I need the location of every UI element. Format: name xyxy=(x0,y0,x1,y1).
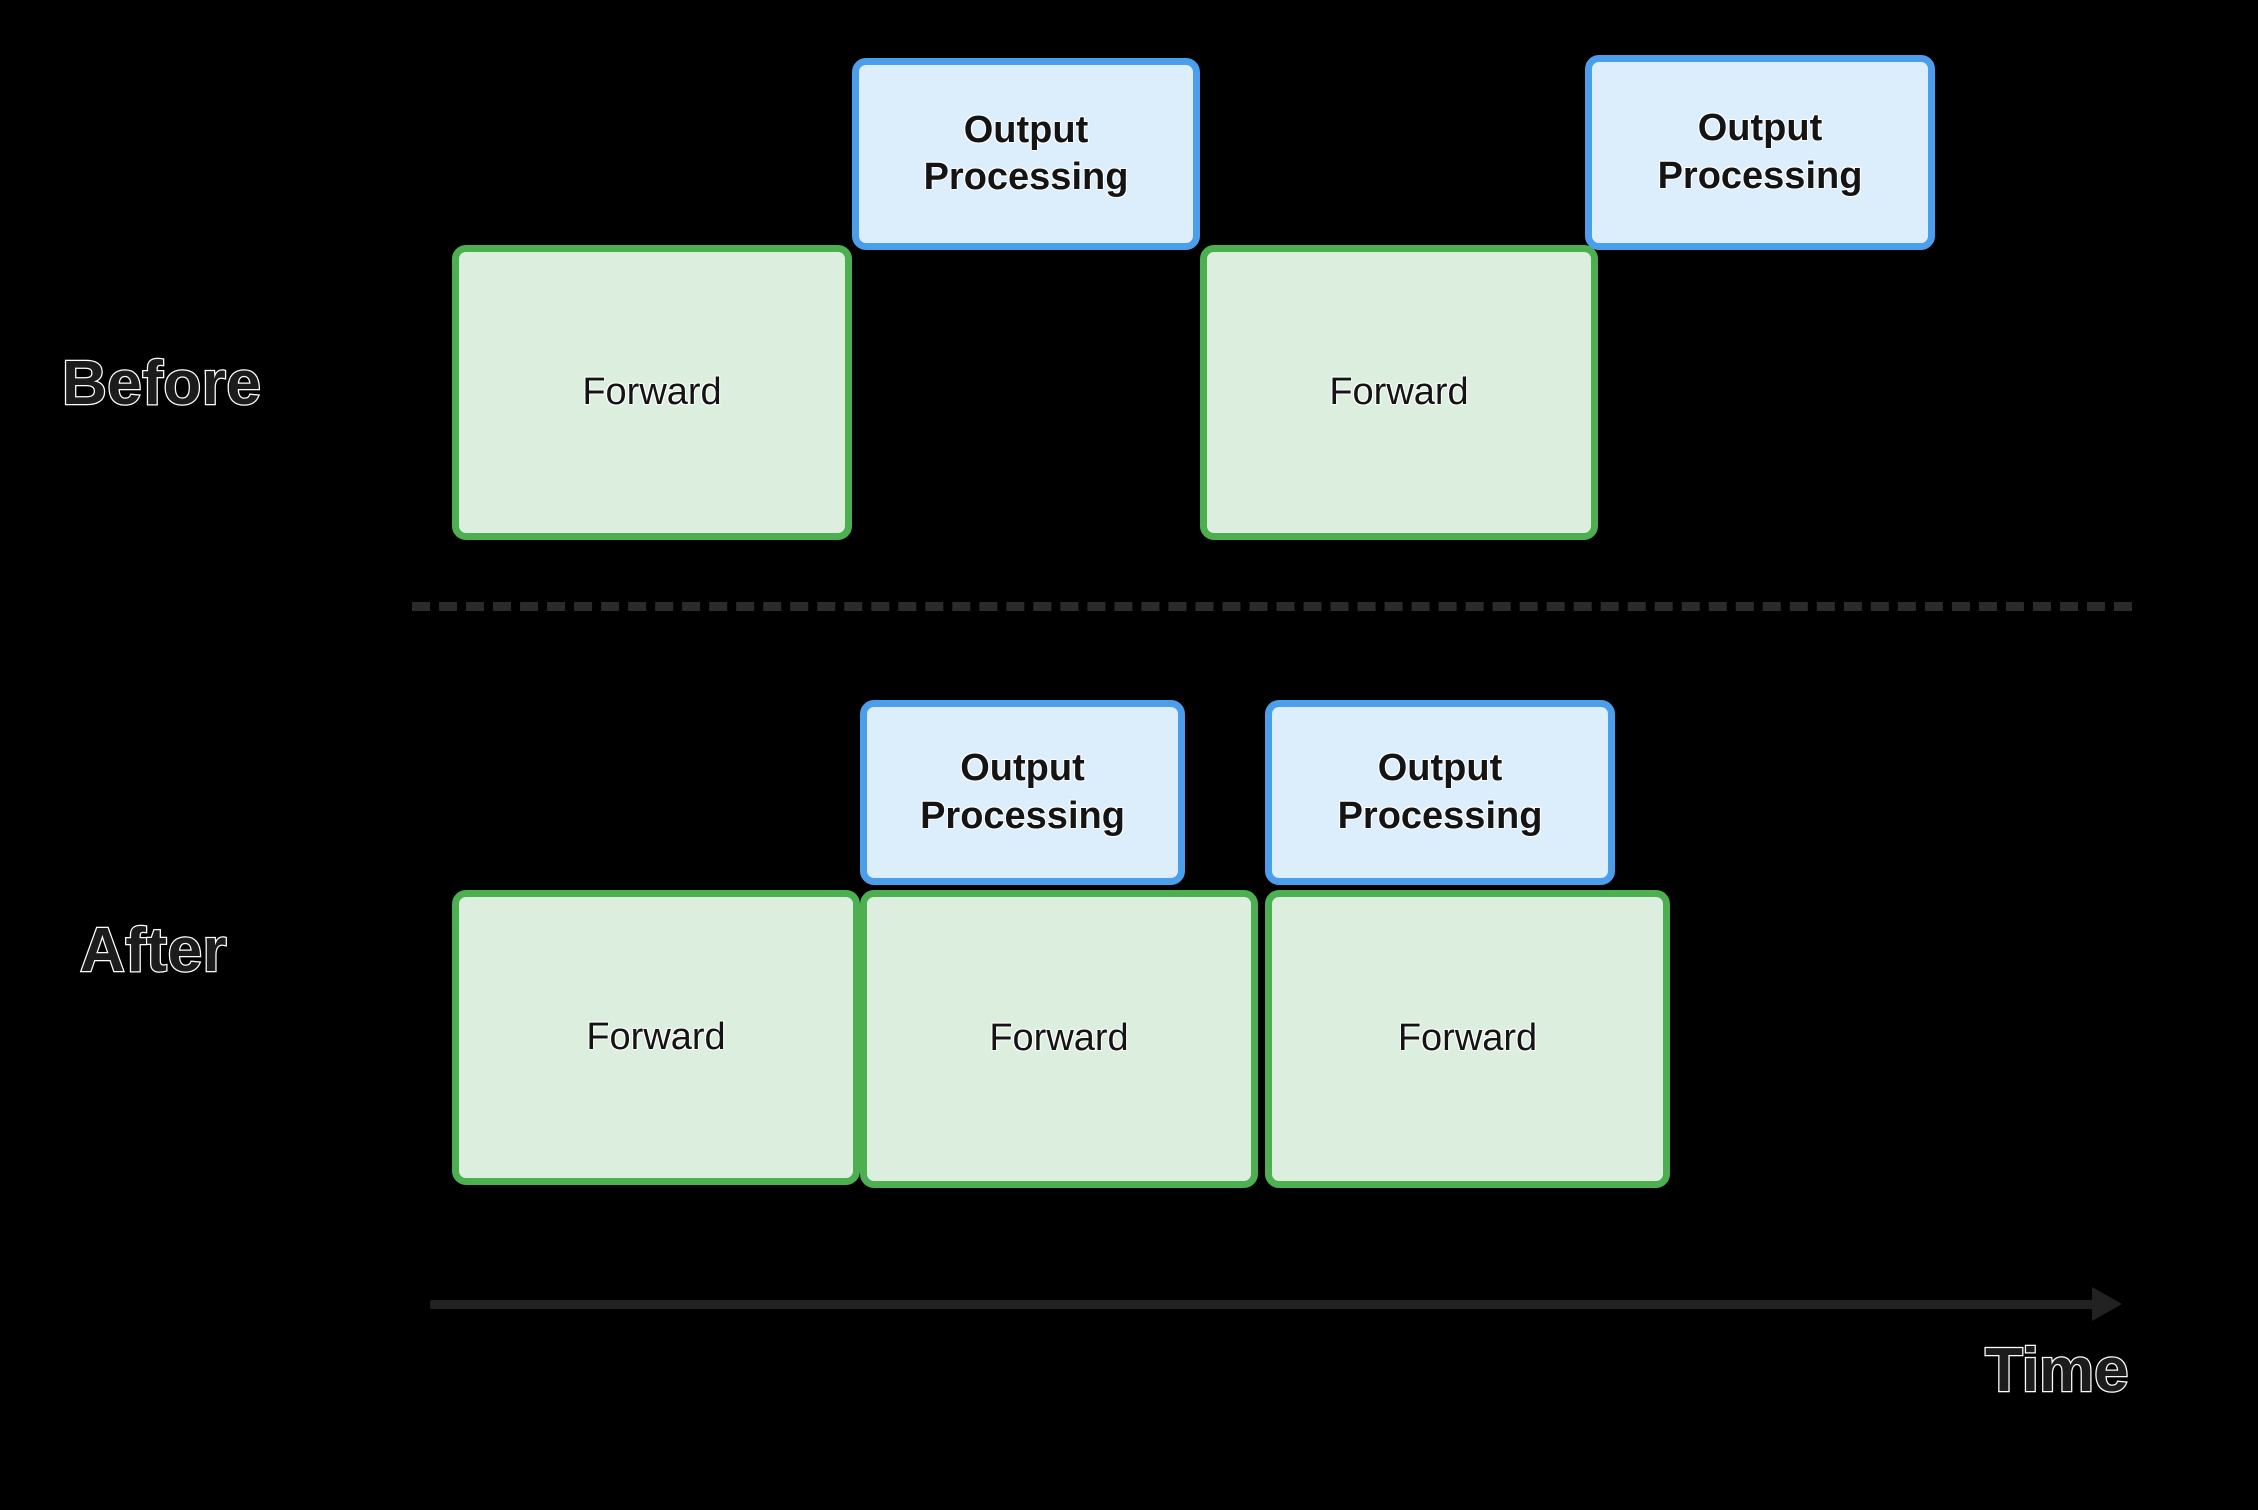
time-axis-label: Time xyxy=(1984,1335,2130,1407)
row-label-after: After xyxy=(79,915,228,987)
after-forward-label-2: Forward xyxy=(989,1017,1129,1060)
after-forward-box-2: Forward xyxy=(860,890,1258,1188)
section-divider xyxy=(412,602,2132,611)
after-output-processing-label-2: Output Processing xyxy=(1337,747,1543,837)
after-output-processing-label-1: Output Processing xyxy=(920,747,1125,837)
before-forward-box-1: Forward xyxy=(452,245,852,540)
before-output-processing-box-2: Output Processing xyxy=(1585,55,1935,250)
time-axis-line xyxy=(430,1300,2094,1309)
before-output-processing-label-2: Output Processing xyxy=(1657,107,1863,197)
before-output-processing-box-1: Output Processing xyxy=(852,58,1200,250)
arrow-right-icon xyxy=(2092,1287,2122,1321)
row-label-before: Before xyxy=(61,348,262,420)
after-forward-label-3: Forward xyxy=(1397,1017,1538,1060)
before-forward-label-2: Forward xyxy=(1329,370,1469,413)
after-forward-box-1: Forward xyxy=(452,890,860,1185)
after-forward-label-1: Forward xyxy=(586,1015,726,1058)
after-output-processing-box-2: Output Processing xyxy=(1265,700,1615,885)
before-output-processing-label-1: Output Processing xyxy=(923,108,1129,199)
after-forward-box-3: Forward xyxy=(1265,890,1670,1188)
after-output-processing-box-1: Output Processing xyxy=(860,700,1185,885)
before-forward-label-1: Forward xyxy=(582,370,722,413)
before-forward-box-2: Forward xyxy=(1200,245,1598,540)
